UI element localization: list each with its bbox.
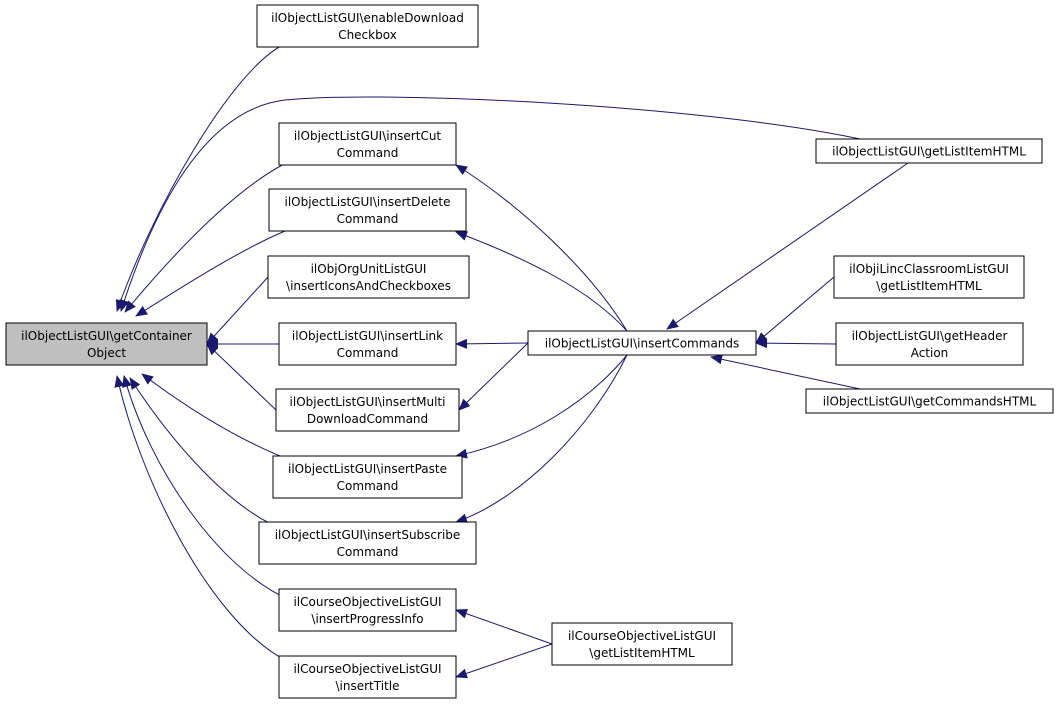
- node-label: Action: [911, 346, 949, 360]
- node-label: ilObjectListGUI\insertCommands: [545, 337, 740, 351]
- node-label: \insertTitle: [336, 679, 400, 693]
- edge-getListItemHTML-to-insertCommands: [666, 162, 909, 330]
- node-insertMultiDownloadCommand[interactable]: ilObjectListGUI\insertMultiDownloadComma…: [275, 388, 460, 432]
- node-box: [551, 622, 733, 666]
- edge-insertDeleteCommand-to-getContainerObject: [135, 230, 286, 317]
- edge-lincGetListItemHTML-to-insertCommands: [755, 276, 835, 344]
- node-label: ilObjectListGUI\getListItemHTML: [832, 145, 1026, 159]
- node-label: ilObjectListGUI\insertDelete: [284, 195, 450, 209]
- node-label: Command: [337, 346, 399, 360]
- node-box: [275, 388, 460, 432]
- node-label: ilCourseObjectiveListGUI: [293, 595, 441, 609]
- node-box: [272, 455, 463, 499]
- edge-insertPasteCommand-to-getContainerObject: [141, 373, 286, 459]
- node-box: [258, 521, 477, 565]
- edge-insertCommands-to-insertPasteCommand: [455, 354, 628, 459]
- node-label: DownloadCommand: [307, 412, 428, 426]
- edge-insertCommands-to-insertCutCommand: [455, 164, 628, 332]
- node-label: \getListItemHTML: [876, 279, 982, 293]
- node-insertCommands[interactable]: ilObjectListGUI\insertCommands: [527, 330, 757, 356]
- edge-insertTitle-to-getContainerObject: [114, 375, 286, 661]
- node-box: [278, 122, 457, 166]
- node-label: ilObjectListGUI\insertCut: [294, 129, 442, 143]
- edge-insertSubscribeCommand-to-getContainerObject: [129, 377, 286, 531]
- node-label: ilObjectListGUI\insertSubscribe: [275, 528, 461, 542]
- node-box: [835, 322, 1024, 366]
- node-label: ilObjectListGUI\insertMulti: [290, 395, 446, 409]
- node-box: [805, 388, 1054, 414]
- node-label: Object: [87, 346, 126, 360]
- node-box: [833, 255, 1025, 299]
- node-label: ilCourseObjectiveListGUI: [293, 662, 441, 676]
- node-lincGetListItemHTML[interactable]: ilObjiLincClassroomListGUI \getListItemHT…: [833, 255, 1025, 299]
- node-label: Checkbox: [338, 28, 397, 42]
- node-label: \insertIconsAndCheckboxes: [286, 279, 451, 293]
- node-label: ilObjectListGUI\enableDownload: [271, 11, 464, 25]
- node-box: [278, 655, 457, 699]
- edge-insertCommands-to-insertMultiDownloadCommand: [458, 342, 529, 411]
- node-label: ilCourseObjectiveListGUI: [568, 629, 716, 643]
- node-label: ilObjectListGUI\insertLink: [292, 329, 443, 343]
- nodes-layer: ilObjectListGUI\getContainerObjectilObje…: [5, 4, 1054, 699]
- node-getListItemHTML[interactable]: ilObjectListGUI\getListItemHTML: [815, 138, 1043, 164]
- edge-courseGetListItemHTML-to-insertTitle: [455, 643, 553, 679]
- edge-insertCommands-to-insertLinkCommand: [455, 338, 529, 349]
- node-courseGetListItemHTML[interactable]: ilCourseObjectiveListGUI \getListItemHTML: [551, 622, 733, 666]
- node-box: [268, 188, 467, 232]
- edge-getHeaderAction-to-insertCommands: [755, 338, 837, 349]
- edge-courseGetListItemHTML-to-insertProgressInfo: [455, 608, 553, 645]
- edge-insertCutCommand-to-getContainerObject: [124, 160, 291, 313]
- node-box: [278, 588, 457, 632]
- edges-layer: [114, 45, 909, 679]
- edge-insertCommands-to-insertSubscribeCommand: [455, 354, 628, 524]
- edge-insertMultiDownloadCommand-to-getContainerObject: [206, 343, 277, 411]
- node-label: ilObjectListGUI\insertPaste: [288, 462, 447, 476]
- node-box: [527, 330, 757, 356]
- node-label: Command: [337, 479, 399, 493]
- edge-enableDownloadCheckbox-to-getContainerObject: [115, 45, 282, 312]
- node-box: [278, 322, 457, 366]
- node-insertIconsAndCheckboxes[interactable]: ilObjOrgUnitListGUI \insertIconsAndCheckb…: [267, 255, 470, 299]
- node-label: ilObjectListGUI\getContainer: [21, 329, 192, 343]
- node-box: [5, 322, 208, 366]
- node-insertProgressInfo[interactable]: ilCourseObjectiveListGUI \insertProgressI…: [278, 588, 457, 632]
- edge-insertCommands-to-insertDeleteCommand: [455, 231, 628, 332]
- node-box: [815, 138, 1043, 164]
- edge-insertProgressInfo-to-getContainerObject: [122, 375, 291, 601]
- node-label: ilObjectListGUI\getCommandsHTML: [823, 395, 1037, 409]
- node-label: Command: [337, 212, 399, 226]
- node-getCommandsHTML[interactable]: ilObjectListGUI\getCommandsHTML: [805, 388, 1054, 414]
- node-label: ilObjectListGUI\getHeader: [852, 329, 1008, 343]
- node-label: ilObjiLincClassroomListGUI: [849, 262, 1009, 276]
- node-label: \insertProgressInfo: [311, 612, 423, 626]
- node-label: Command: [337, 146, 399, 160]
- edge-insertIconsAndCheckboxes-to-getContainerObject: [206, 276, 269, 345]
- node-label: ilObjOrgUnitListGUI: [311, 262, 427, 276]
- node-insertTitle[interactable]: ilCourseObjectiveListGUI \insertTitle: [278, 655, 457, 699]
- edge-getCommandsHTML-to-insertCommands: [710, 354, 861, 390]
- node-label: \getListItemHTML: [589, 646, 695, 660]
- node-box: [267, 255, 470, 299]
- node-box: [256, 4, 479, 48]
- node-label: Command: [337, 545, 399, 559]
- edge-getListItemHTML-to-getContainerObject: [119, 96, 861, 312]
